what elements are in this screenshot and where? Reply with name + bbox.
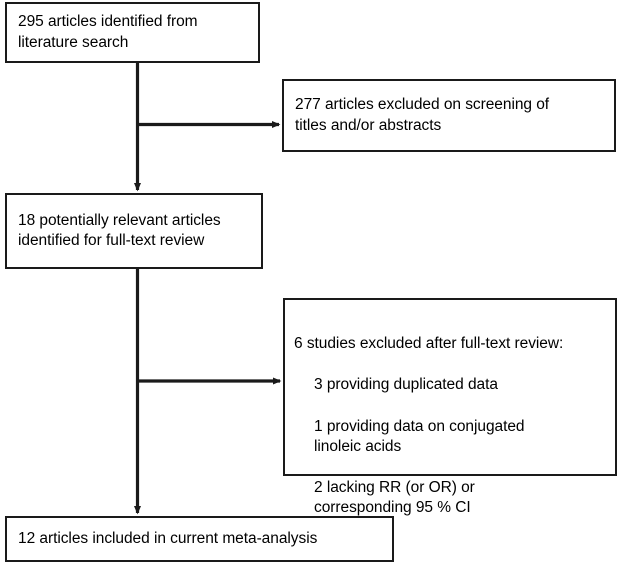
node-studies-excluded-fulltext-body: 6 studies excluded after full-text revie… (294, 300, 615, 540)
node-articles-included-label: 12 articles included in current meta-ana… (18, 529, 318, 547)
exclusion-reason-item: 3 providing duplicated data (314, 376, 498, 394)
node-articles-identified-label: 295 articles identified from literature … (18, 13, 198, 51)
node-potentially-relevant-articles-label: 18 potentially relevant articles identif… (18, 211, 221, 249)
exclusion-reason-item: 2 lacking RR (or OR) or corresponding 95… (314, 479, 475, 517)
node-articles-included: 12 articles included in current meta-ana… (5, 516, 394, 562)
exclusion-reason-item: 1 providing data on conjugated linoleic … (314, 417, 525, 455)
node-studies-excluded-fulltext: 6 studies excluded after full-text revie… (283, 298, 617, 516)
exclusion-heading: 6 studies excluded after full-text revie… (294, 335, 564, 353)
node-articles-excluded-screening-label: 277 articles excluded on screening of ti… (295, 96, 550, 134)
node-potentially-relevant-articles: 18 potentially relevant articles identif… (5, 193, 263, 269)
node-articles-excluded-screening: 277 articles excluded on screening of ti… (282, 79, 616, 152)
node-articles-identified: 295 articles identified from literature … (5, 2, 260, 63)
